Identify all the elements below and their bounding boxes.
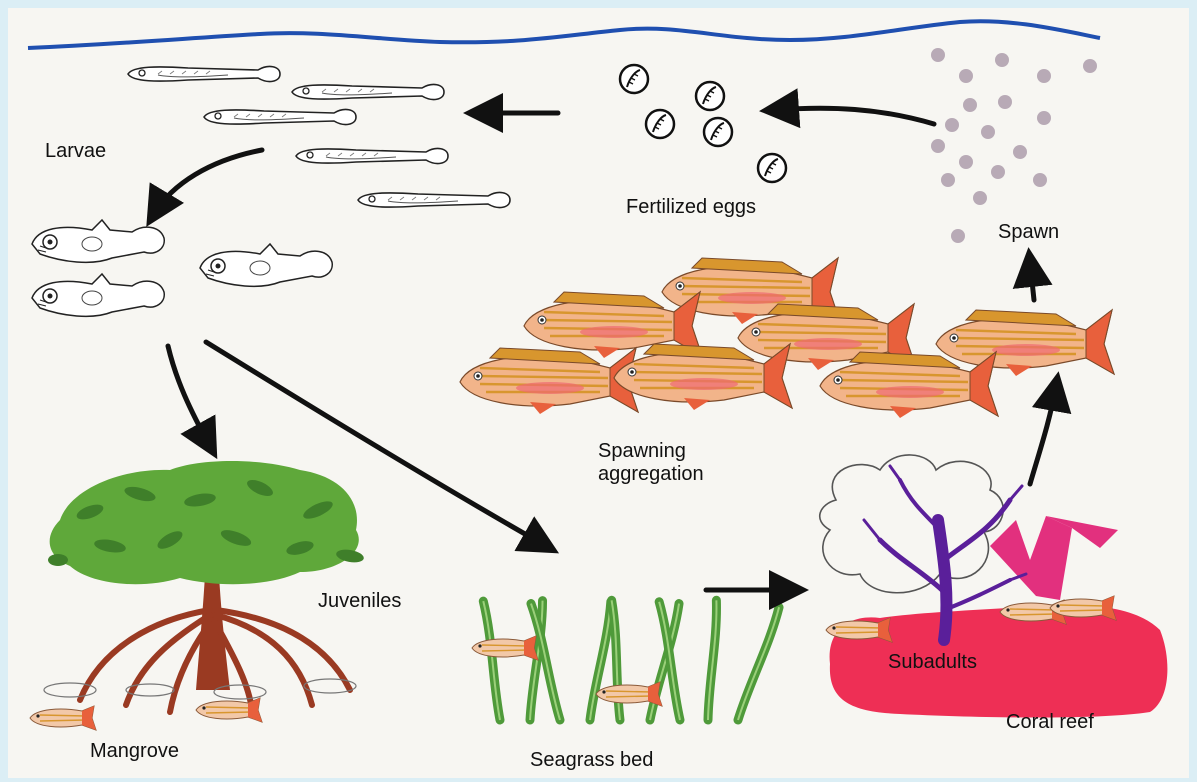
label-larvae: Larvae — [45, 140, 106, 162]
label-spawning: Spawning — [598, 440, 686, 462]
label-aggregation: aggregation — [598, 463, 704, 485]
egg-2 — [696, 82, 724, 110]
label-juveniles: Juveniles — [318, 590, 401, 612]
label-subadults: Subadults — [888, 651, 977, 673]
label-seagrass-bed: Seagrass bed — [530, 749, 653, 771]
egg-5 — [758, 154, 786, 182]
egg-3 — [646, 110, 674, 138]
label-coral-reef: Coral reef — [1006, 711, 1094, 733]
egg-4 — [704, 118, 732, 146]
egg-1 — [620, 65, 648, 93]
label-fertilized-eggs: Fertilized eggs — [626, 196, 756, 218]
label-mangrove: Mangrove — [90, 740, 179, 762]
label-spawn: Spawn — [998, 221, 1059, 243]
